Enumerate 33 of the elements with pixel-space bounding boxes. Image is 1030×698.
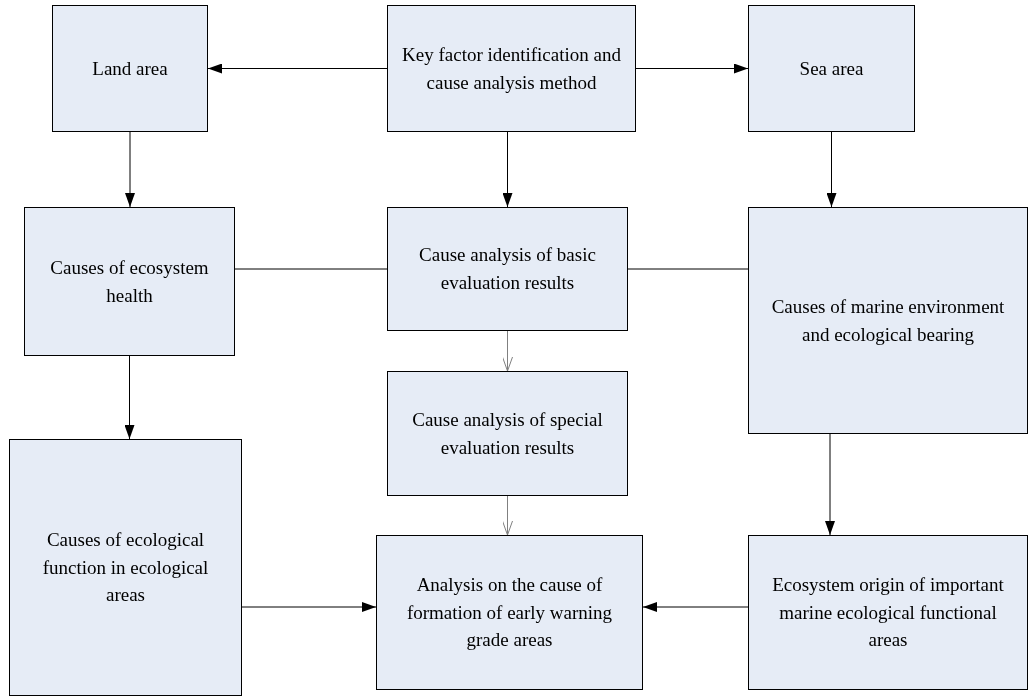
arrow: [241, 602, 377, 612]
process-box: [9, 439, 242, 696]
arrow: [826, 131, 837, 208]
box-text: Ecosystem origin of important marine ecological functional areas: [771, 573, 1005, 653]
arrow: [124, 355, 135, 440]
process-box: [24, 207, 235, 356]
box-text: Key factor identification and cause analysis method: [401, 42, 622, 95]
arrow: [207, 63, 388, 74]
process-box: [387, 371, 628, 496]
box-text: Causes of marine environment and ecological bearing: [770, 294, 1006, 347]
box-text: Land area: [92, 56, 168, 81]
arrow: [635, 63, 749, 74]
process-box: [748, 5, 915, 132]
box-text: Sea area: [799, 56, 864, 81]
connector-line: [627, 268, 749, 270]
box-text: Causes of ecosystem health: [49, 255, 210, 308]
box-text: Analysis on the cause of formation of early warning grade areas: [405, 573, 614, 653]
process-box: [376, 535, 643, 690]
arrow: [502, 495, 513, 536]
box-text: Cause analysis of special evaluation results: [411, 407, 604, 460]
box-text: Cause analysis of basic evaluation results: [418, 243, 597, 295]
process-box: [748, 207, 1028, 434]
arrow: [502, 131, 513, 208]
box-text: Causes of ecological function in ecological areas: [41, 528, 210, 608]
process-box: [387, 5, 636, 132]
arrow: [502, 330, 513, 372]
arrow: [125, 131, 135, 208]
process-box: [52, 5, 208, 132]
connector-line: [234, 268, 388, 270]
process-box: [387, 207, 628, 331]
process-box: [748, 535, 1028, 690]
arrow: [642, 602, 749, 612]
arrow: [825, 433, 835, 536]
